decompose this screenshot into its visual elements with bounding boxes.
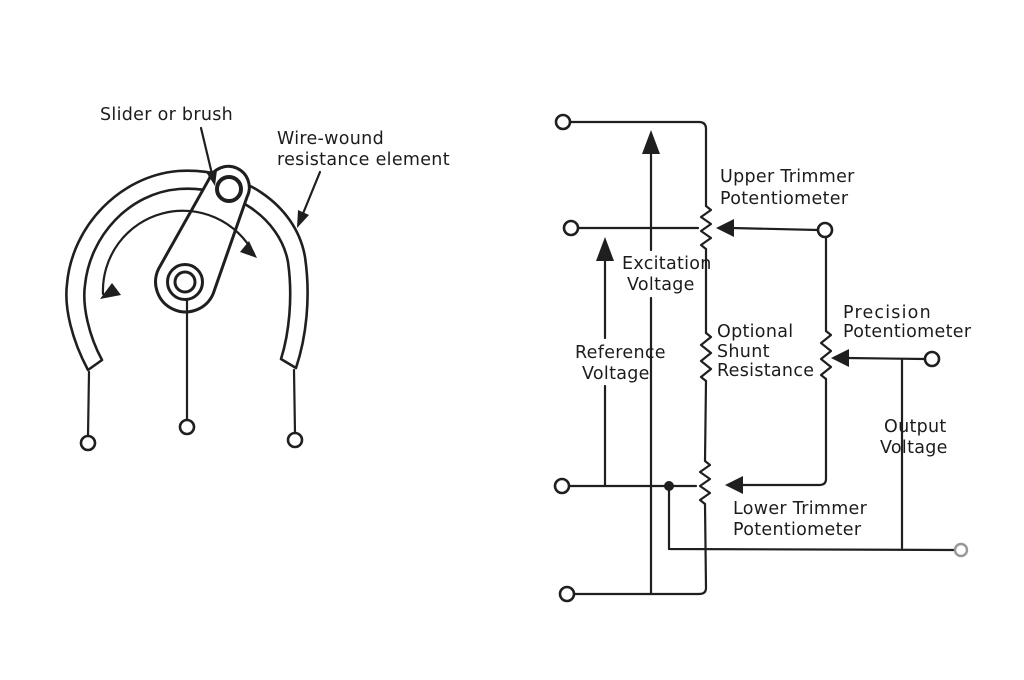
terminal-upper-wiper — [816, 221, 834, 239]
terminal-reference-top — [562, 219, 580, 237]
precision-label-line2: Potentiometer — [843, 322, 972, 342]
slider-contact-hole — [215, 175, 243, 203]
wire-top — [568, 120, 708, 208]
rotary-potentiometer-figure — [65, 126, 322, 452]
terminal-left — [79, 434, 97, 452]
terminal-excitation-top — [554, 113, 572, 131]
wire-mid-lower — [703, 379, 708, 463]
rotation-arrow-arc — [101, 209, 256, 296]
element-label-line2: resistance element — [277, 150, 450, 170]
excitation-label-line1: Excitation — [622, 254, 712, 274]
slider-pointer-arrowhead-icon — [206, 170, 217, 186]
wire-precision-bottom — [740, 377, 828, 487]
slider-pointer-line — [199, 126, 214, 176]
upper-trimmer-resistor — [699, 204, 713, 251]
precision-resistor — [819, 329, 833, 381]
precision-label-line1: Precision — [843, 303, 932, 323]
terminal-output-bottom — [953, 542, 969, 558]
resistance-band — [65, 169, 309, 372]
reference-label-line1: Reference — [575, 343, 666, 363]
shaft-hub-inner-ring — [173, 270, 197, 294]
precision-wiper-arrowhead-icon — [831, 349, 849, 367]
excitation-arrowhead-icon — [642, 130, 660, 154]
rotation-arrowhead-right-icon — [240, 241, 257, 258]
junction-dot — [664, 481, 674, 491]
shunt-label-line2: Shunt — [717, 342, 770, 362]
terminal-lead-right — [292, 368, 297, 435]
reference-label-line2: Voltage — [582, 364, 650, 384]
terminal-center — [178, 418, 196, 436]
shunt-label-line3: Resistance — [717, 361, 815, 381]
rotation-arrowhead-left-icon — [100, 283, 121, 299]
terminal-lead-left — [86, 370, 91, 438]
output-label-line2: Voltage — [880, 438, 948, 458]
lower-trimmer-label-line2: Potentiometer — [733, 520, 862, 540]
terminal-right — [286, 431, 304, 449]
excitation-label-line2: Voltage — [627, 275, 695, 295]
element-pointer-arrowhead-icon — [297, 210, 309, 228]
wire-output-bottom — [667, 487, 956, 552]
slider-label: Slider or brush — [100, 105, 234, 125]
wire-upper-wiper — [730, 226, 820, 232]
terminal-output-top — [923, 350, 941, 368]
upper-trimmer-label-line1: Upper Trimmer — [720, 167, 855, 187]
lower-trimmer-label-line1: Lower Trimmer — [733, 499, 868, 519]
lower-trimmer-resistor — [698, 459, 712, 506]
element-label-line1: Wire-wound — [277, 129, 384, 149]
wire-precision-wiper — [845, 356, 927, 361]
upper-wiper-arrowhead-icon — [716, 219, 734, 237]
upper-trimmer-label-line2: Potentiometer — [720, 189, 849, 209]
wire-bottom — [572, 502, 708, 596]
reference-arrowhead-icon — [596, 237, 614, 261]
shunt-resistor — [699, 331, 713, 383]
terminal-reference-bottom — [553, 477, 571, 495]
shunt-label-line1: Optional — [717, 322, 794, 342]
lower-wiper-arrowhead-icon — [725, 476, 743, 494]
output-label-line1: Output — [884, 417, 947, 437]
element-pointer-line — [300, 170, 322, 218]
trim-circuit-schematic — [553, 113, 969, 603]
terminal-excitation-bottom — [558, 585, 576, 603]
